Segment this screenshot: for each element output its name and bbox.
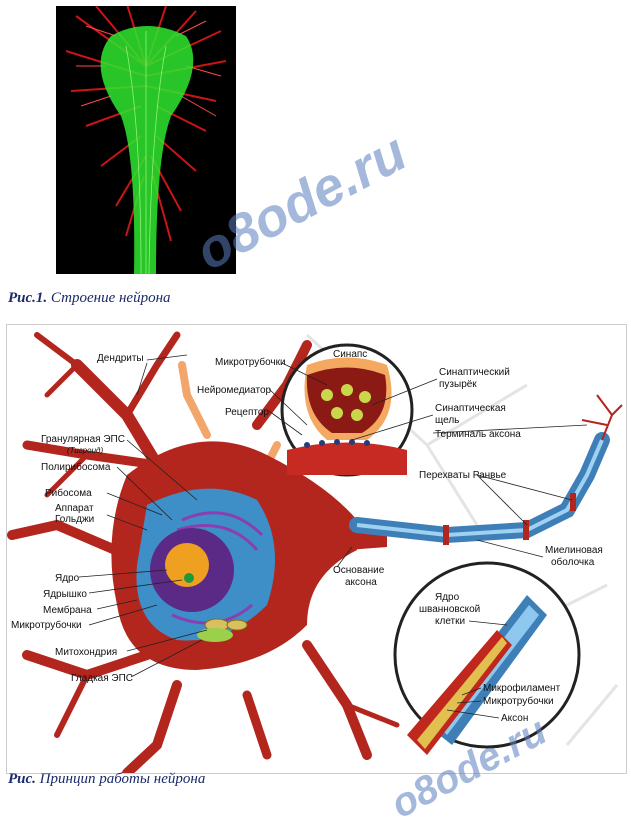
label-microtubules-inset: Микротрубочки [483, 695, 554, 707]
label-microtubules-left: Микротрубочки [11, 619, 82, 631]
label-axon-hillock-1: Основание [333, 565, 385, 576]
label-smooth-er: Гладкая ЭПС [71, 673, 133, 684]
synapse-inset [280, 343, 414, 477]
figure-1-caption: Рис.1. Строение нейрона [8, 290, 171, 306]
label-mitochondrion: Митохондрия [55, 647, 117, 658]
label-axon: Аксон [501, 713, 528, 724]
label-schwann-3: клетки [435, 616, 465, 627]
label-ribosome: Рибосома [45, 487, 92, 499]
neuron-diagram: Дендриты Микротрубочки Синапс Нейромедиа… [6, 324, 627, 778]
neuron-micrograph [56, 0, 236, 275]
label-synaptic-vesicle-1: Синаптический [439, 367, 510, 378]
label-synaptic-cleft-1: Синаптическая [435, 403, 506, 414]
label-schwann-1: Ядро [435, 592, 460, 603]
label-receptor: Рецептор [225, 407, 269, 418]
nucleolus-area [165, 543, 209, 587]
label-myelin-2: оболочка [551, 556, 595, 568]
label-nucleus: Ядро [55, 573, 80, 584]
label-polyribosome: Полирибосома [41, 461, 111, 473]
label-synaptic-vesicle-2: пузырёк [439, 379, 477, 390]
label-dendrites: Дендриты [97, 353, 144, 364]
label-golgi-2: Гольджи [55, 514, 94, 525]
myelin-inset [393, 561, 581, 755]
label-nodes-ranvier: Перехваты Ранвье [419, 470, 507, 481]
label-nucleolus: Ядрышко [43, 589, 87, 600]
label-myelin-1: Миелиновая [545, 545, 603, 556]
label-microtubules-top: Микротрубочки [215, 356, 286, 368]
axon-terminal [581, 394, 623, 441]
label-microfilament: Микрофиламент [483, 682, 561, 694]
myelinated-axon [349, 432, 610, 545]
label-tigroid: (Тигроид) [67, 446, 103, 455]
label-granular-er: Гранулярная ЭПС [41, 434, 125, 445]
label-synaptic-cleft-2: щель [435, 415, 459, 426]
label-schwann-2: шванновской [419, 604, 480, 615]
label-axon-hillock-2: аксона [345, 577, 377, 588]
figure-2-caption: Рис. Принцип работы нейрона [8, 771, 206, 787]
label-axon-terminal: Терминаль аксона [435, 429, 521, 440]
label-neurotransmitter: Нейромедиатор [197, 385, 272, 396]
label-synapse: Синапс [333, 349, 367, 360]
label-membrane: Мембрана [43, 604, 92, 616]
label-golgi-1: Аппарат [55, 503, 94, 514]
